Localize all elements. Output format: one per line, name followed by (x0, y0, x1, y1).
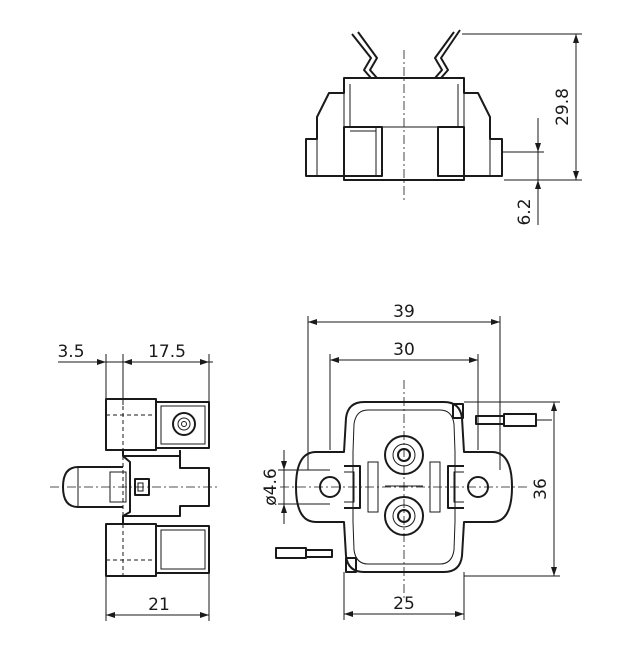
top-view: 29.8 6.2 (305, 29, 582, 226)
dim-top-height: 29.8 (553, 88, 573, 126)
dim-pin-diameter: ø4.6 (261, 468, 281, 505)
dim-front-inner: 30 (393, 340, 415, 360)
dim-side-width: 17.5 (148, 342, 186, 362)
dim-front-outer: 39 (393, 302, 415, 322)
dim-side-offset: 3.5 (57, 342, 84, 362)
dim-front-height: 36 (531, 478, 551, 500)
dim-front-bottom: 25 (393, 594, 415, 614)
side-view: 3.5 17.5 21 (50, 342, 220, 621)
dim-top-step: 6.2 (515, 198, 535, 225)
dim-side-bottom: 21 (148, 595, 170, 615)
front-view: 39 30 (261, 302, 560, 620)
